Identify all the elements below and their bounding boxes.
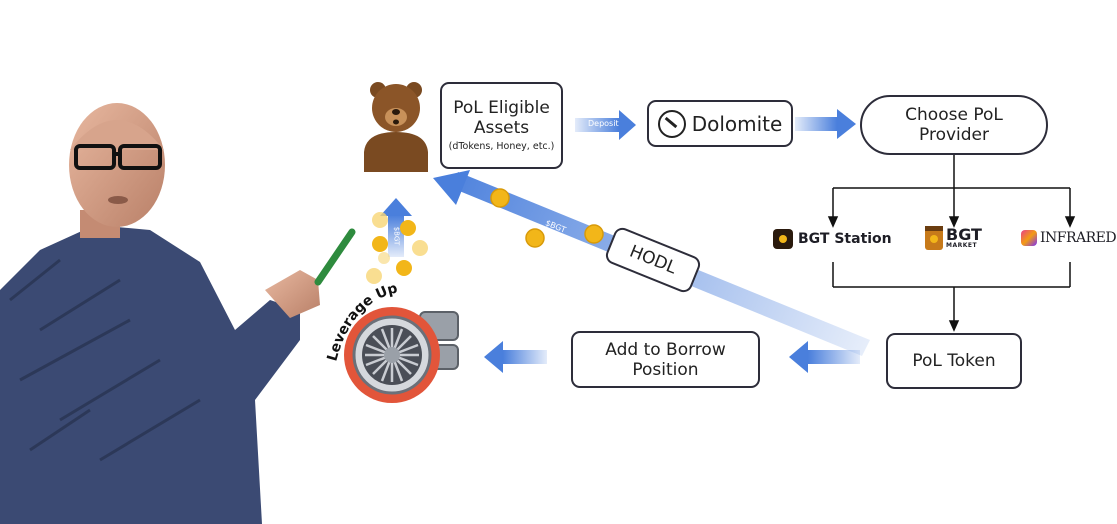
pol-token-label: PoL Token	[912, 351, 996, 371]
honey-jar-icon	[925, 226, 943, 250]
provider-bgt-market-sublabel: MARKET	[946, 242, 978, 249]
bee-icon	[773, 229, 793, 249]
infrared-icon	[1021, 230, 1037, 246]
deposit-label: Deposit	[588, 119, 619, 128]
deposit-arrow	[575, 110, 636, 140]
borrow-to-leverage-arrow	[484, 341, 547, 373]
dolomite-label: Dolomite	[691, 111, 783, 136]
provider-bgt-market: BGT MARKET	[925, 226, 982, 250]
hodl-label: HODL	[626, 241, 680, 279]
dolomite-logo-icon	[657, 109, 686, 138]
pol-eligible-assets-box: PoL Eligible Assets (dTokens, Honey, etc…	[440, 82, 563, 169]
choose-pol-provider-label: Choose PoL Provider	[905, 105, 1003, 145]
provider-bgt-market-label: BGT	[946, 225, 982, 244]
pol-token-box: PoL Token	[886, 333, 1022, 389]
bear-icon	[364, 82, 428, 172]
pol-eligible-assets-subtitle: (dTokens, Honey, etc.)	[448, 141, 555, 152]
choose-pol-provider-box: Choose PoL Provider	[860, 95, 1048, 155]
add-to-borrow-label: Add to Borrow Position	[605, 339, 726, 380]
dolomite-box: Dolomite	[647, 100, 793, 147]
turbocharger-icon	[344, 307, 459, 403]
pol-eligible-assets-title: PoL Eligible Assets	[453, 98, 550, 138]
token-to-borrow-arrow	[789, 341, 860, 373]
dolomite-to-provider-arrow	[795, 109, 856, 139]
bgt-side-label: $BGT	[392, 226, 401, 246]
add-to-borrow-box: Add to Borrow Position	[571, 331, 760, 388]
bgt-coins	[366, 188, 604, 284]
provider-bgt-station-label: BGT Station	[798, 231, 892, 247]
presenter-figure	[0, 103, 356, 524]
provider-connector-lines	[827, 155, 1076, 332]
provider-infrared-label: INFRARED	[1040, 230, 1117, 246]
provider-infrared: INFRARED	[1021, 230, 1117, 246]
provider-bgt-station: BGT Station	[773, 229, 892, 249]
leverage-up-arrow	[380, 198, 412, 257]
